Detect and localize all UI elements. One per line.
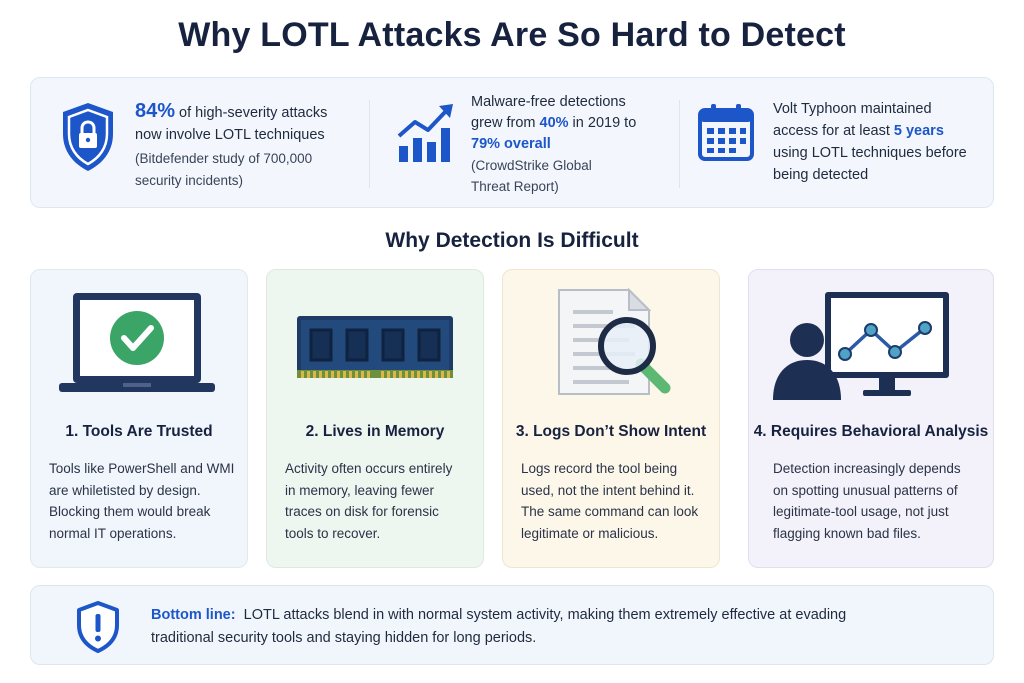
card-description: Logs record the tool being used, not the… — [521, 458, 717, 544]
stat-highlight: 79% overall — [471, 136, 551, 152]
bottom-line-text: Bottom line: LOTL attacks blend in with … — [151, 604, 971, 650]
stat-text: using LOTL techniques before — [773, 145, 967, 161]
stat-text: in 2019 to — [568, 115, 637, 131]
shield-lock-icon — [59, 100, 117, 179]
document-magnifier-icon — [503, 270, 719, 410]
card-line: used, not the intent behind it. — [521, 482, 695, 498]
card-line: flagging known bad files. — [773, 525, 921, 541]
card-line: are whiletisted by design. — [49, 482, 201, 498]
stat-text: Volt Typhoon maintained — [773, 101, 932, 117]
card-description: Activity often occurs entirely in memory… — [285, 458, 481, 544]
bottom-line-lead: Bottom line: — [151, 607, 236, 623]
card-line: normal IT operations. — [49, 525, 177, 541]
card-title: 3. Logs Don’t Show Intent — [515, 423, 707, 440]
card-line: Activity often occurs entirely — [285, 461, 453, 476]
card-line: The same command can look — [521, 504, 699, 519]
laptop-check-icon — [31, 270, 247, 410]
stat-note: (Bitdefender study of 700,000 — [135, 151, 313, 166]
card-line: Blocking them would break — [49, 504, 211, 519]
card-title: 2. Lives in Memory — [305, 423, 445, 440]
stat-text: Malware-free detections — [471, 94, 626, 110]
stat-text: now involve LOTL techniques — [135, 127, 325, 143]
stat-note: security incidents) — [135, 173, 244, 188]
card-line: in memory, leaving fewer — [285, 482, 435, 498]
card-title: 4. Requires Behavioral Analysis — [753, 423, 989, 440]
card-line: tools to recover. — [285, 525, 381, 541]
stat-text: of high-severity attacks — [175, 105, 328, 121]
stats-banner: 84% of high-severity attacks now involve… — [30, 77, 994, 208]
card-line: Detection increasingly depends — [773, 461, 961, 476]
card-logs-intent: 3. Logs Don’t Show Intent Logs record th… — [502, 269, 720, 568]
card-tools-trusted: 1. Tools Are Trusted Tools like PowerShe… — [30, 269, 248, 568]
person-monitor-graph-icon — [749, 270, 993, 410]
card-line: Tools like PowerShell and WMI — [49, 461, 235, 476]
stat-text: access for at least — [773, 123, 894, 139]
divider — [369, 100, 370, 188]
card-behavioral-analysis: 4. Requires Behavioral Analysis Detectio… — [748, 269, 994, 568]
divider — [679, 100, 680, 188]
card-line: Logs record the tool being — [521, 461, 678, 476]
card-lives-in-memory: 2. Lives in Memory Activity often occurs… — [266, 269, 484, 568]
card-line: traces on disk for forensic — [285, 504, 439, 519]
stat-highlight: 5 years — [893, 123, 944, 139]
stat-volt-typhoon: Volt Typhoon maintained access for at le… — [681, 78, 993, 209]
stat-text: being detected — [773, 167, 869, 183]
card-description: Tools like PowerShell and WMI are whilet… — [49, 458, 245, 544]
calendar-icon — [697, 102, 755, 167]
card-title: 1. Tools Are Trusted — [65, 423, 213, 440]
stat-detections: Malware-free detections grew from 40% in… — [371, 78, 681, 209]
bar-chart-trend-icon — [395, 102, 455, 169]
shield-exclamation-icon — [75, 600, 121, 659]
stat-note: Threat Report) — [471, 179, 559, 194]
page-title: Why LOTL Attacks Are So Hard to Detect — [178, 16, 846, 54]
stat-attacks: 84% of high-severity attacks now involve… — [31, 78, 361, 209]
stat-highlight: 84% — [135, 100, 176, 122]
memory-module-icon — [267, 270, 483, 410]
bottom-line-body: traditional security tools and staying h… — [151, 630, 537, 646]
stat-text: grew from — [471, 115, 540, 131]
card-description: Detection increasingly depends on spotti… — [773, 458, 983, 544]
card-line: on spotting unusual patterns of — [773, 482, 958, 498]
bottom-line-banner: Bottom line: LOTL attacks blend in with … — [30, 585, 994, 665]
section-subtitle: Why Detection Is Difficult — [385, 229, 639, 252]
stat-note: (CrowdStrike Global — [471, 158, 592, 173]
card-line: legitimate or malicious. — [521, 525, 659, 541]
card-line: legitimate-tool usage, not just — [773, 504, 949, 519]
stat-highlight: 40% — [539, 115, 569, 131]
bottom-line-body: LOTL attacks blend in with normal system… — [243, 607, 847, 623]
